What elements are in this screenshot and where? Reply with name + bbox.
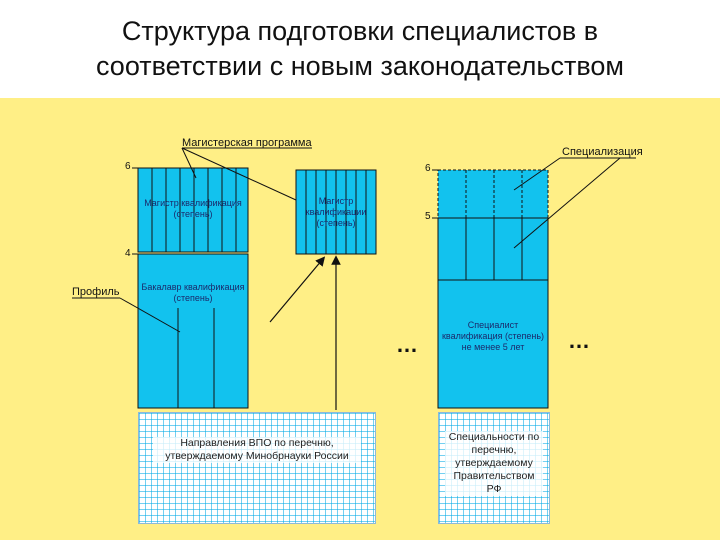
master-standalone-label: Магистр квалификации (степень) <box>305 196 367 228</box>
specialist-label: Специалист квалификация (степень) не мен… <box>441 320 545 352</box>
leader-lines <box>72 147 636 333</box>
ellipsis-middle: … <box>396 332 419 357</box>
specialization-top-block <box>437 169 549 219</box>
base-right: Специальности по перечню, утверждаемому … <box>438 412 550 524</box>
specialization-top-dividers <box>465 170 523 218</box>
label-specialization: Специализация <box>562 146 643 158</box>
base-left: Направления ВПО по перечню, утверждаемом… <box>138 412 376 524</box>
title-line-1: Структура подготовки специалистов в <box>121 16 599 46</box>
base-left-text: Направления ВПО по перечню, утверждаемом… <box>153 437 361 463</box>
diagram-graphics <box>72 147 636 410</box>
title-line-2: соответствии с новым законодательством <box>96 51 624 81</box>
master-standalone-dividers <box>305 170 367 254</box>
diagram-panel: 6 4 6 5 Магистерская программа Специализ… <box>0 98 720 540</box>
tick-left-mid: 4 <box>125 248 131 259</box>
bachelor-block <box>137 253 249 409</box>
master-inside-label: Магистр квалификация (степень) <box>144 198 242 219</box>
bachelor-block-dividers <box>177 308 215 408</box>
slide-title: Структура подготовки специалистов в соот… <box>0 14 720 84</box>
master-block-left <box>137 167 249 253</box>
label-profile: Профиль <box>72 286 120 298</box>
specialization-mid-block <box>437 217 549 281</box>
tick-left-top: 6 <box>125 161 131 172</box>
arrows <box>269 255 341 410</box>
master-block-left-dividers <box>151 168 237 252</box>
base-right-text: Специальности по перечню, утверждаемому … <box>445 431 543 496</box>
tick-right-top: 6 <box>425 163 431 174</box>
specialization-mid-dividers <box>465 218 523 280</box>
axis-ticks <box>132 167 438 255</box>
bachelor-label: Бакалавр квалификация (степень) <box>141 282 245 303</box>
label-master-program: Магистерская программа <box>182 137 312 149</box>
specialist-block <box>437 279 549 409</box>
tick-right-mid: 5 <box>425 211 431 222</box>
ellipsis-right: … <box>568 328 591 353</box>
